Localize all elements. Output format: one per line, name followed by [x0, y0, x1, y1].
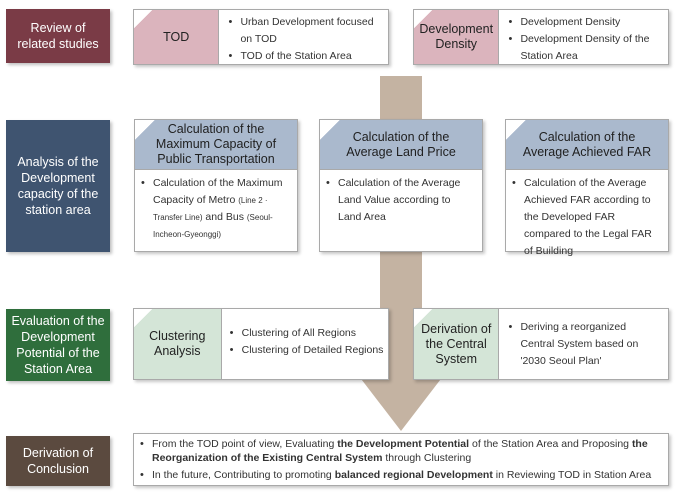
- review-density-group: Development Density Development Density …: [413, 9, 669, 65]
- stage-evaluation: Evaluation of the Development Potential …: [6, 309, 110, 381]
- analysis-far-header: Calculation of the Average Achieved FAR: [506, 120, 668, 170]
- list-item: Development Density of the Station Area: [508, 31, 662, 65]
- transport-text-b: (Line 2 · Transfer Line): [153, 196, 268, 222]
- review-tod-list: Urban Development focused on TOD TOD of …: [219, 10, 388, 65]
- analysis-land-header: Calculation of the Average Land Price: [320, 120, 482, 170]
- list-item: Calculation of the Average Achieved FAR …: [512, 175, 662, 260]
- conclusion-emphasis: balanced regional Development: [334, 469, 493, 481]
- list-item: Clustering of All Regions: [230, 325, 384, 342]
- analysis-transport-header: Calculation of the Maximum Capacity of P…: [135, 120, 297, 170]
- review-tod-label: TOD: [163, 29, 190, 44]
- analysis-far-list: Calculation of the Average Achieved FAR …: [506, 170, 668, 260]
- conclusion-text: of the Station Area and Proposing: [469, 438, 632, 450]
- analysis-transport-title: Calculation of the Maximum Capacity of P…: [155, 122, 277, 166]
- transport-text-d: (Seoul-Incheon-Gyeonggi): [153, 213, 273, 239]
- evaluation-clustering-label: Clustering Analysis: [149, 329, 206, 358]
- analysis-transport-card: Calculation of the Maximum Capacity of P…: [134, 119, 298, 252]
- list-item: From the TOD point of view, Evaluating t…: [140, 437, 662, 465]
- transport-text-c: and Bus: [205, 211, 244, 223]
- list-item: Clustering of Detailed Regions: [230, 342, 384, 359]
- conclusion-text: in Reviewing TOD in Station Area: [492, 469, 652, 481]
- conclusion-text: From the TOD point of view, Evaluating: [152, 438, 338, 450]
- stage-conclusion-label: Derivation of Conclusion: [22, 446, 94, 476]
- conclusion-text: through Clustering: [382, 452, 472, 464]
- evaluation-central-tag: Derivation of the Central System: [414, 309, 500, 379]
- analysis-land-card: Calculation of the Average Land Price Ca…: [319, 119, 483, 252]
- list-item: Calculation of the Average Land Value ac…: [326, 175, 476, 226]
- list-item: Calculation of the Maximum Capacity of M…: [141, 175, 291, 243]
- list-item: Urban Development focused on TOD: [228, 14, 382, 48]
- evaluation-clustering-list: Clustering of All Regions Clustering of …: [222, 309, 388, 379]
- analysis-land-list: Calculation of the Average Land Value ac…: [320, 170, 482, 226]
- conclusion-emphasis: the Development Potential: [337, 438, 470, 450]
- conclusion-box: From the TOD point of view, Evaluating t…: [133, 433, 669, 486]
- list-item: In the future, Contributing to promoting…: [140, 467, 662, 483]
- list-item: Deriving a reorganized Central System ba…: [508, 319, 662, 370]
- stage-conclusion: Derivation of Conclusion: [6, 436, 110, 486]
- stage-review: Review of related studies: [6, 9, 110, 63]
- analysis-transport-list: Calculation of the Maximum Capacity of M…: [135, 170, 297, 243]
- evaluation-clustering-group: Clustering Analysis Clustering of All Re…: [133, 308, 389, 380]
- evaluation-central-list: Deriving a reorganized Central System ba…: [499, 309, 668, 379]
- review-tod-group: TOD Urban Development focused on TOD TOD…: [133, 9, 389, 65]
- stage-review-label: Review of related studies: [17, 21, 99, 51]
- review-tod-tag: TOD: [134, 10, 220, 64]
- evaluation-clustering-tag: Clustering Analysis: [134, 309, 222, 379]
- transport-text-a: Calculation of the Maximum Capacity of M…: [153, 177, 283, 206]
- list-item: TOD of the Station Area: [228, 48, 382, 65]
- evaluation-central-label: Derivation of the Central System: [421, 321, 492, 366]
- analysis-land-title: Calculation of the Average Land Price: [346, 129, 456, 159]
- review-density-label: Development Density: [419, 22, 494, 51]
- review-density-list: Development Density Development Density …: [499, 10, 668, 64]
- list-item: Development Density: [508, 14, 662, 31]
- conclusion-emphasis: the Reorganization of the Existing Centr…: [152, 438, 648, 464]
- stage-evaluation-label: Evaluation of the Development Potential …: [11, 314, 105, 376]
- conclusion-text: In the future, Contributing to promoting: [152, 469, 335, 481]
- evaluation-central-group: Derivation of the Central System Derivin…: [413, 308, 669, 380]
- conclusion-list: From the TOD point of view, Evaluating t…: [140, 437, 662, 483]
- review-density-tag: Development Density: [414, 10, 500, 64]
- stage-analysis: Analysis of the Development capacity of …: [6, 120, 110, 252]
- stage-analysis-label: Analysis of the Development capacity of …: [17, 155, 99, 217]
- analysis-far-title: Calculation of the Average Achieved FAR: [522, 129, 652, 159]
- flow-arrow: [355, 76, 447, 431]
- analysis-far-card: Calculation of the Average Achieved FAR …: [505, 119, 669, 257]
